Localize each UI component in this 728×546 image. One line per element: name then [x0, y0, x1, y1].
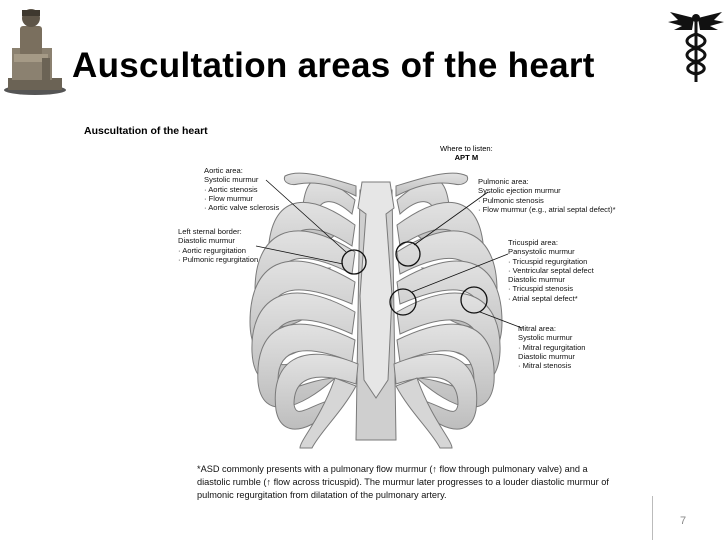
mitral-head: Mitral area:	[518, 324, 556, 333]
aortic-area-annotation: Aortic area: Systolic murmur · Aortic st…	[204, 166, 279, 212]
figure-footnote: *ASD commonly presents with a pulmonary …	[197, 464, 609, 500]
left-sternal-item: Diastolic murmur	[178, 236, 235, 246]
mitral-item: · Mitral regurgitation	[518, 342, 586, 352]
left-sternal-item: · Aortic regurgitation	[178, 245, 246, 255]
page-number: 7	[680, 515, 687, 527]
left-sternal-border-annotation: Left sternal border: Diastolic murmur · …	[178, 227, 258, 264]
pulmonic-item: Systolic ejection murmur	[478, 186, 561, 196]
pulmonic-head: Pulmonic area:	[478, 177, 529, 186]
slide-title: Auscultation areas of the heart	[72, 46, 595, 85]
pulmonic-item: · Pulmonic stenosis	[478, 195, 544, 205]
tricuspid-item: · Tricuspid regurgitation	[508, 256, 588, 266]
tricuspid-head: Tricuspid area:	[508, 238, 558, 247]
where-to-listen-label: Where to listen:	[440, 144, 493, 153]
figure-heading: Auscultation of the heart	[84, 125, 208, 137]
tricuspid-area-annotation: Tricuspid area: Pansystolic murmur · Tri…	[508, 238, 594, 303]
aortic-item: · Aortic stenosis	[204, 184, 258, 194]
tricuspid-item: Diastolic murmur	[508, 275, 565, 285]
aortic-item: · Flow murmur	[204, 193, 253, 203]
pulmonic-area-annotation: Pulmonic area: Systolic ejection murmur …	[478, 177, 616, 214]
aortic-area-head: Aortic area:	[204, 166, 243, 175]
caduceus-icon	[668, 12, 724, 82]
left-sternal-item: · Pulmonic regurgitation	[178, 254, 259, 264]
left-sternal-head: Left sternal border:	[178, 227, 242, 236]
tricuspid-item: Pansystolic murmur	[508, 247, 575, 257]
seated-statue-image	[4, 9, 66, 95]
tricuspid-item: · Ventricular septal defect	[508, 265, 594, 275]
divider	[652, 496, 653, 540]
where-to-listen-mnemonic: APT M	[454, 153, 479, 163]
mitral-item: · Mitral stenosis	[518, 361, 572, 371]
mitral-area-annotation: Mitral area: Systolic murmur · Mitral re…	[518, 324, 586, 370]
tricuspid-item: · Atrial septal defect*	[508, 293, 578, 303]
aortic-item: · Aortic valve sclerosis	[204, 203, 280, 213]
where-to-listen: Where to listen: APT M	[440, 144, 493, 163]
tricuspid-item: · Tricuspid stenosis	[508, 284, 573, 294]
mitral-item: Systolic murmur	[518, 333, 573, 343]
pulmonic-item: · Flow murmur (e.g., atrial septal defec…	[478, 204, 616, 214]
aortic-item: Systolic murmur	[204, 175, 259, 185]
mitral-item: Diastolic murmur	[518, 351, 575, 361]
